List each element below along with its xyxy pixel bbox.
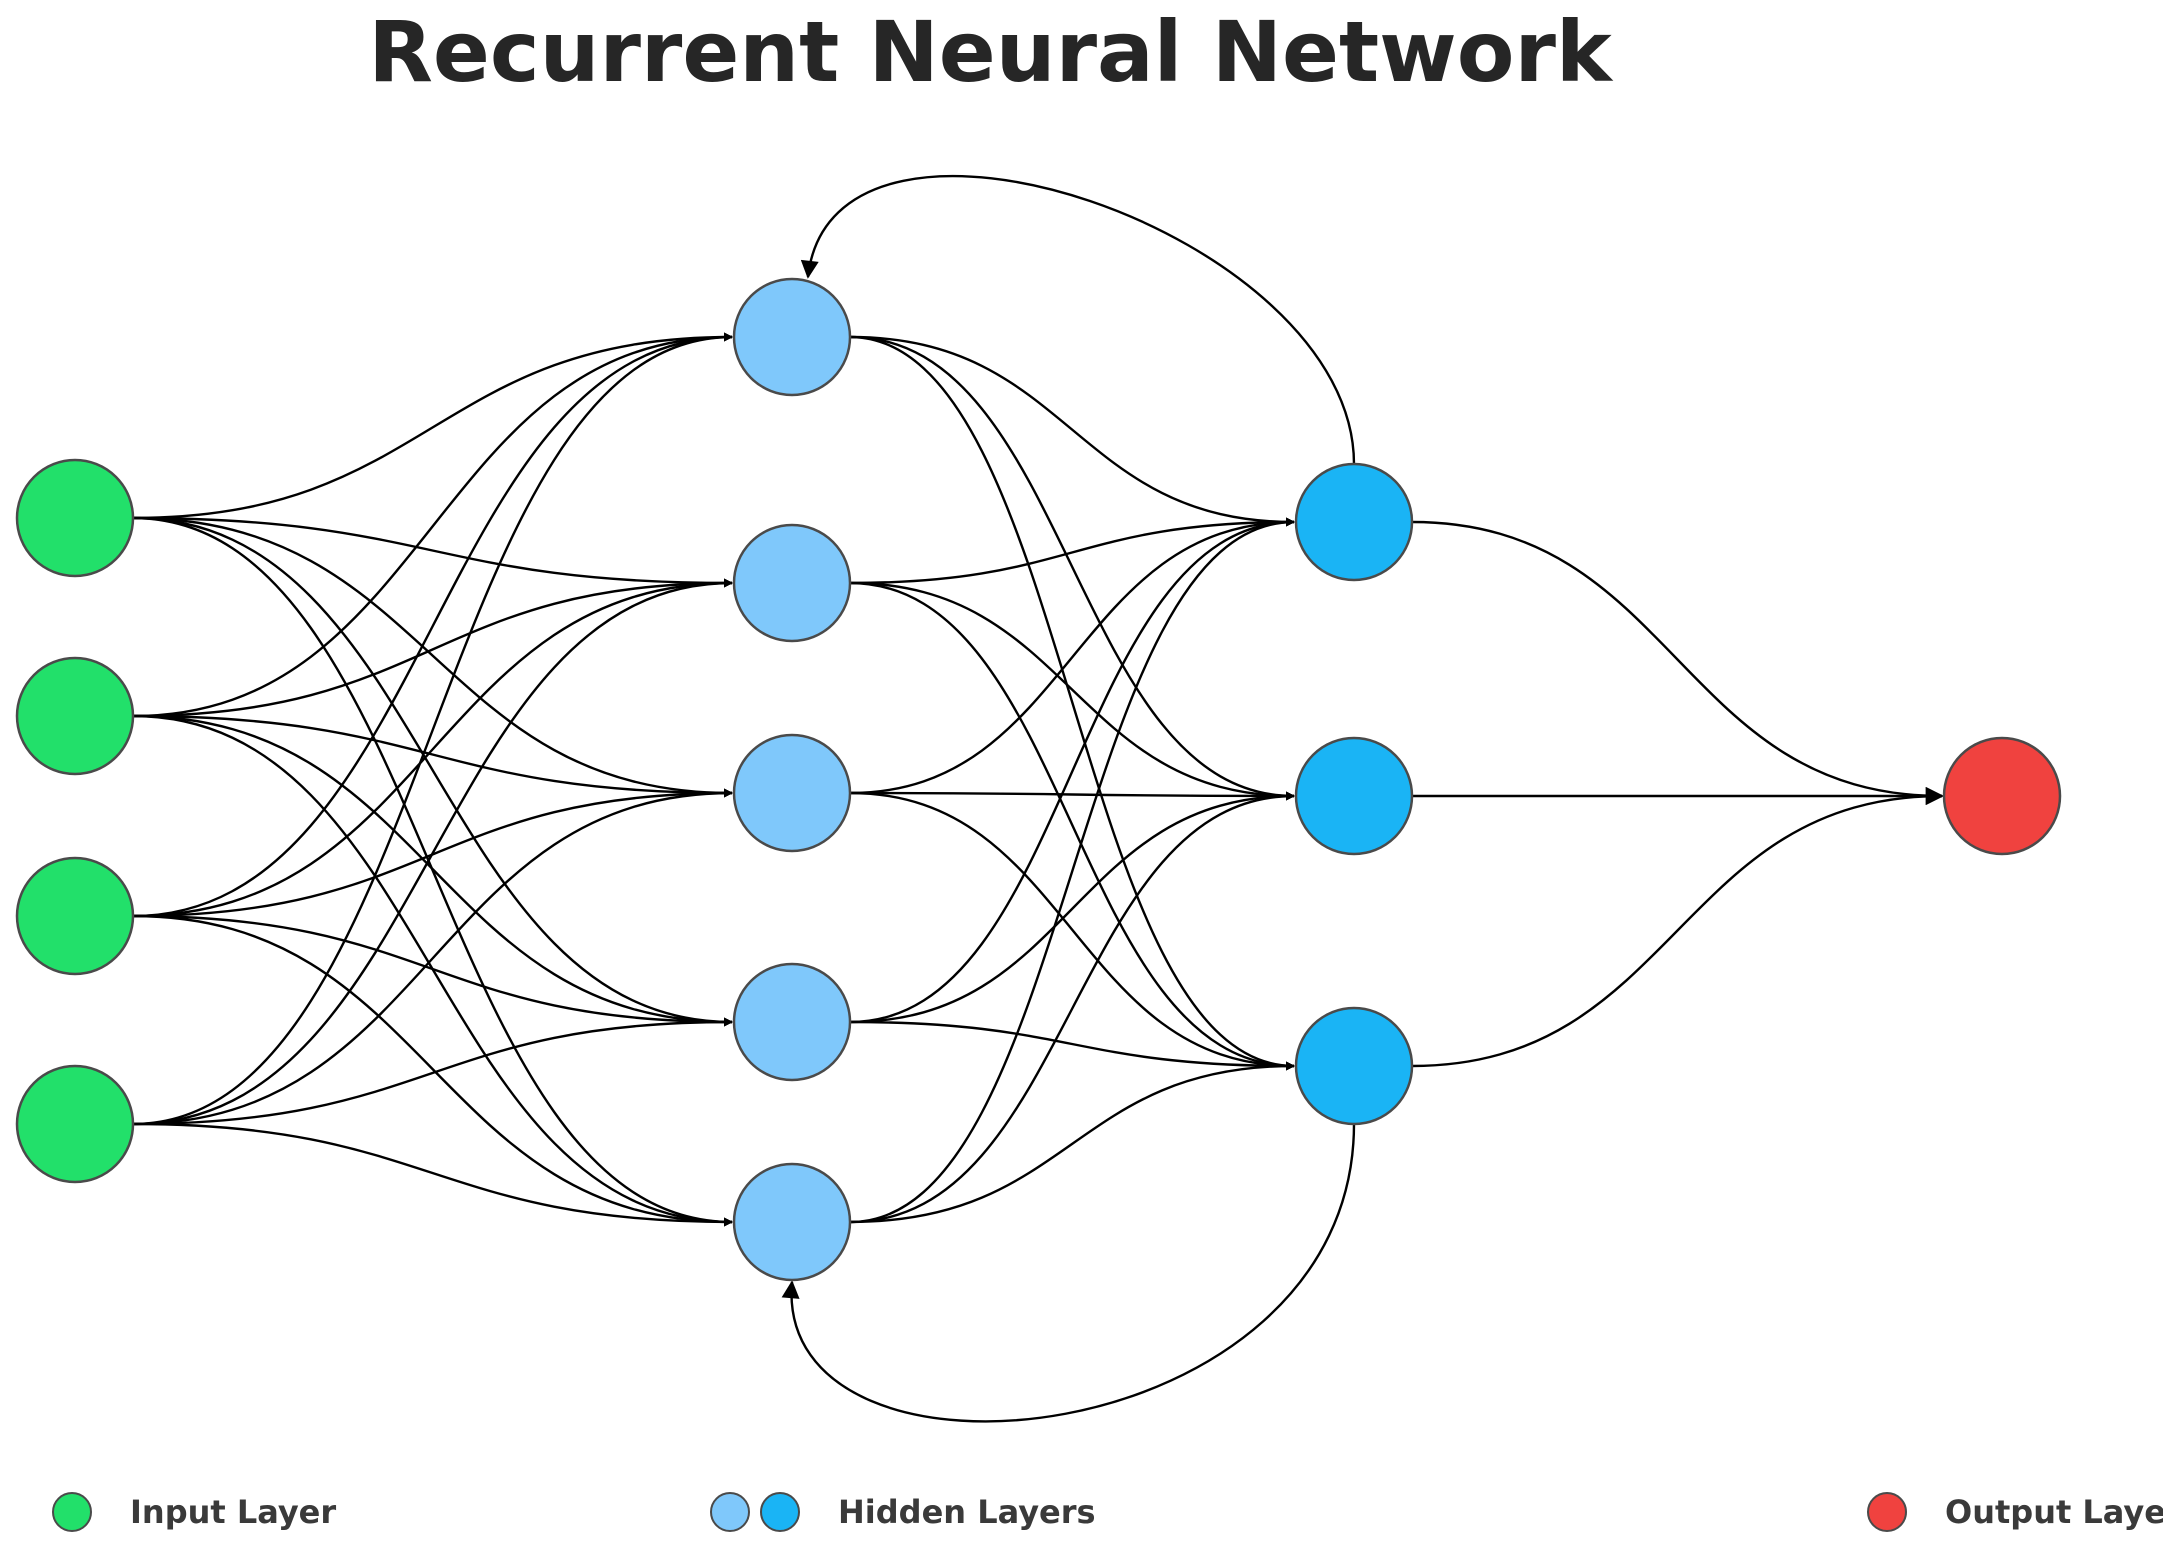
edge-input-1-to-hidden1-3	[132, 516, 733, 798]
input-node-1	[15, 458, 135, 578]
hidden1-node-4	[732, 962, 852, 1082]
edge-hidden1-3-to-hidden2-1	[849, 517, 1295, 795]
diagram-title: Recurrent Neural Network	[368, 3, 1612, 101]
nodes-group	[15, 277, 2062, 1282]
hidden2-node-1	[1294, 462, 1414, 582]
legend-hidden2-swatch	[760, 1492, 800, 1532]
hidden2-node-3	[1294, 1006, 1414, 1126]
input-node-3	[15, 856, 135, 976]
edge-hidden1-1-to-hidden2-3	[849, 335, 1295, 1071]
edge-hidden1-5-to-hidden2-1	[849, 517, 1295, 1224]
edge-hidden2-1-to-output-1	[1411, 520, 1944, 805]
hidden2-node-2	[1294, 736, 1414, 856]
edge-input-1-to-hidden1-1	[132, 332, 733, 520]
edge-hidden2-3-to-output-1	[1411, 787, 1944, 1068]
edge-input-1-to-hidden1-2	[132, 516, 733, 588]
edge-input-4-to-hidden1-2	[132, 578, 733, 1126]
input-node-4	[15, 1064, 135, 1184]
edge-input-2-to-hidden1-1	[132, 332, 733, 718]
edge-input-3-to-hidden1-1	[132, 332, 733, 918]
edge-input-3-to-hidden1-2	[132, 578, 733, 918]
edge-hidden1-1-to-hidden2-2	[849, 335, 1295, 801]
legend-output-layer: Output Layer	[1867, 1484, 2163, 1540]
legend-hidden-label: Hidden Layers	[838, 1493, 1096, 1531]
edge-hidden1-3-to-hidden2-3	[849, 791, 1295, 1071]
input-node-2	[15, 656, 135, 776]
legend-hidden1-swatch	[710, 1492, 750, 1532]
edge-input-4-to-hidden1-1	[132, 332, 733, 1126]
recurrent-link-bottom	[781, 1123, 1356, 1423]
hidden1-node-5	[732, 1162, 852, 1282]
edge-input-2-to-hidden1-4	[132, 714, 733, 1027]
edge-input-4-to-hidden1-3	[132, 788, 733, 1126]
edge-hidden1-2-to-hidden2-2	[849, 581, 1295, 801]
edge-hidden1-3-to-hidden2-2	[849, 791, 1295, 801]
connections-group	[132, 332, 1944, 1227]
edge-input-1-to-hidden1-4	[132, 516, 733, 1027]
edge-hidden1-2-to-hidden2-1	[849, 517, 1295, 585]
legend-hidden-layers: Hidden Layers	[710, 1484, 1096, 1540]
edge-input-2-to-hidden1-2	[132, 578, 733, 718]
edge-hidden1-5-to-hidden2-3	[849, 1061, 1295, 1224]
legend-input-swatch	[52, 1492, 92, 1532]
edge-input-3-to-hidden1-5	[132, 914, 733, 1227]
edge-input-2-to-hidden1-3	[132, 714, 733, 798]
legend-input-layer: Input Layer	[52, 1484, 336, 1540]
legend-input-label: Input Layer	[130, 1493, 337, 1531]
edge-input-3-to-hidden1-4	[132, 914, 733, 1027]
hidden1-node-2	[732, 523, 852, 643]
hidden1-node-1	[732, 277, 852, 397]
recurrent-link-top	[800, 174, 1356, 465]
edge-hidden1-2-to-hidden2-3	[849, 581, 1295, 1071]
edge-input-4-to-hidden1-5	[132, 1122, 733, 1227]
recurrent-links-group	[781, 174, 1356, 1423]
edge-hidden1-4-to-hidden2-1	[849, 517, 1295, 1024]
legend-output-label: Output Layer	[1945, 1493, 2163, 1531]
edge-input-4-to-hidden1-4	[132, 1017, 733, 1126]
edge-hidden1-1-to-hidden2-1	[849, 335, 1295, 527]
hidden1-node-3	[732, 733, 852, 853]
edge-hidden1-4-to-hidden2-3	[849, 1020, 1295, 1071]
edge-hidden1-4-to-hidden2-2	[849, 791, 1295, 1024]
legend-output-swatch	[1867, 1492, 1907, 1532]
output-node-1	[1942, 736, 2062, 856]
edge-hidden1-5-to-hidden2-2	[849, 791, 1295, 1224]
